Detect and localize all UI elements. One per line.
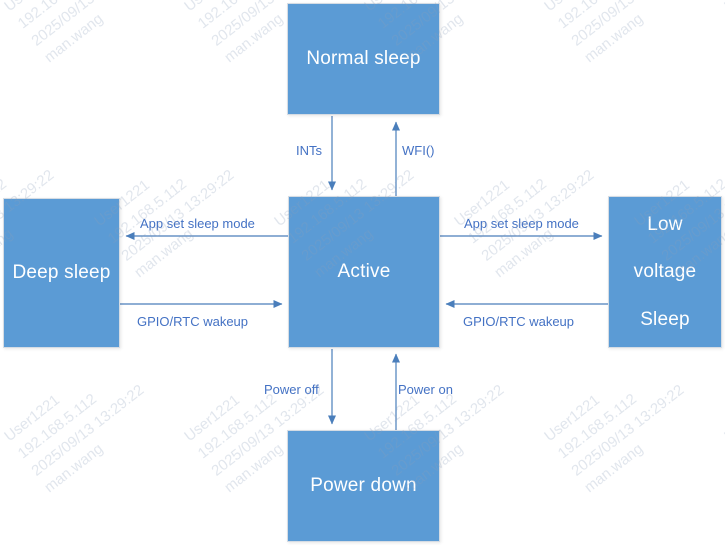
watermark-line: User1221 (0, 0, 122, 17)
watermark-line: 192.168.5.112 (104, 175, 190, 248)
watermark-line: man.wang (41, 440, 107, 497)
watermark-line: User1221 (541, 391, 603, 445)
state-label-active: Active (337, 261, 391, 283)
edge-label-gpio-rtc-wakeup-right: GPIO/RTC wakeup (463, 314, 575, 329)
watermark-line: User1221 (180, 0, 302, 17)
state-label-low-voltage-sleep: Low voltage Sleep (622, 213, 709, 332)
state-box-deep-sleep[interactable]: Deep sleep (3, 198, 120, 348)
state-box-normal-sleep[interactable]: Normal sleep (287, 3, 440, 115)
watermark-line: User1221 (721, 391, 725, 445)
state-label-line-1: Low (647, 213, 683, 235)
edge-label-ints: INTs (296, 143, 322, 158)
watermark-line: 2025/09/13 13:29:22 (568, 0, 687, 50)
state-label-normal-sleep: Normal sleep (306, 48, 421, 70)
watermark-line: 2025/09/13 13:29:22 (28, 381, 147, 480)
watermark-line: 192.168.5.112 (554, 390, 640, 463)
state-box-power-down[interactable]: Power down (287, 430, 440, 542)
state-box-active[interactable]: Active (288, 196, 440, 348)
edge-label-power-off: Power off (264, 382, 319, 397)
watermark-line: 192.168.5.112 (13, 0, 135, 34)
watermark-line: User1221 (720, 0, 725, 17)
watermark-line: 192.168.5.112 (14, 390, 100, 463)
edge-label-app-set-sleep-mode-left: App set sleep mode (140, 216, 255, 231)
watermark-line: 2025/09/13 13:29:22 (568, 381, 687, 480)
edge-label-power-on: Power on (398, 382, 453, 397)
watermark-line: man.wang (131, 225, 197, 282)
watermark-line: User1221 (1, 391, 63, 445)
watermark-line: man.wang (581, 10, 647, 67)
watermark-line: man.wang (491, 225, 557, 282)
watermark-line: User1221 (540, 0, 662, 17)
edge-label-app-set-sleep-mode-right: App set sleep mode (464, 216, 579, 231)
edge-label-wfi: WFI() (402, 143, 435, 158)
watermark-line: 192.168.5.112 (464, 175, 550, 248)
state-box-low-voltage-sleep[interactable]: Low voltage Sleep (608, 196, 722, 348)
state-label-line-2: voltage (633, 261, 697, 283)
state-label-power-down: Power down (310, 475, 417, 497)
watermark-line: 192.168.5.112 (553, 0, 675, 34)
state-label-line-3: Sleep (640, 308, 690, 330)
state-label-deep-sleep: Deep sleep (12, 262, 111, 284)
watermark-line: man.wang (581, 440, 647, 497)
edge-label-gpio-rtc-wakeup-left: GPIO/RTC wakeup (137, 314, 249, 329)
watermark-line: 2025/09/13 13:29:22 (28, 0, 147, 50)
watermark-line: man.wang (41, 10, 107, 67)
